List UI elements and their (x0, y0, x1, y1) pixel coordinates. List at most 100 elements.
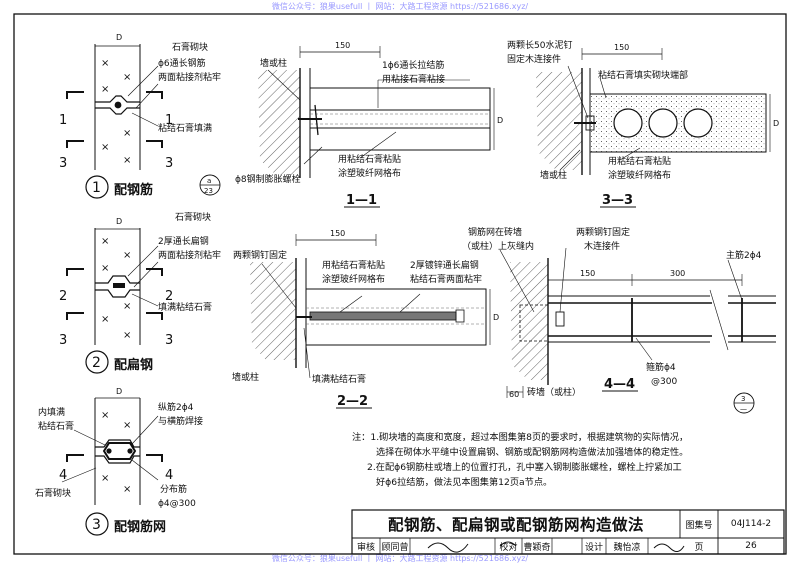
svg-text:用粘结石膏粘贴: 用粘结石膏粘贴 (608, 155, 671, 167)
svg-text:石膏砌块: 石膏砌块 (175, 211, 211, 223)
svg-text:2: 2 (59, 289, 67, 304)
note-line: 注：1.砌块墙的高度和宽度，超过本图集第8页的要求时，根据建筑物的实际情况， (352, 432, 689, 443)
svg-text:×: × (123, 484, 131, 495)
svg-text:D: D (116, 387, 122, 396)
svg-text:150: 150 (335, 41, 350, 50)
svg-text:×: × (101, 142, 109, 153)
svg-text:D: D (497, 116, 503, 125)
svg-text:两面粘接剂粘牢: 两面粘接剂粘牢 (158, 71, 221, 83)
detail-2-number: 2 (92, 355, 101, 371)
note-line: 2.在配ϕ6钢筋柱或墙上的位置打孔，孔中塞入钢制膨胀螺栓，螺栓上拧紧加工 (367, 462, 682, 473)
svg-text:墙或柱: 墙或柱 (540, 169, 567, 181)
svg-text:固定木连接件: 固定木连接件 (507, 53, 561, 65)
svg-text:2: 2 (165, 289, 173, 304)
svg-text:×: × (101, 314, 109, 325)
svg-text:ϕ6通长钢筋: ϕ6通长钢筋 (158, 57, 206, 69)
watermark-top: 微信公众号：狼果usefull 丨 网站：大路工程资源 https://5216… (271, 2, 529, 11)
svg-text:—: — (740, 405, 747, 413)
svg-text:×: × (123, 301, 131, 312)
review-name: 顾同曾 (381, 542, 409, 553)
svg-text:×: × (101, 236, 109, 247)
svg-text:D: D (493, 313, 499, 322)
svg-text:用粘结石膏粘贴: 用粘结石膏粘贴 (338, 153, 401, 165)
title-block-grid (351, 509, 785, 555)
signatures (427, 541, 685, 553)
svg-text:150: 150 (614, 43, 629, 52)
svg-text:23: 23 (204, 187, 213, 195)
section-1-1: 150 D 墙或柱 1ϕ6通长拉结筋 用粘接石膏粘接 ϕ8钢制膨胀螺栓 a 23… (199, 41, 503, 208)
drawing-title: 配钢筋、配扁钢或配钢筋网构造做法 (387, 516, 644, 534)
svg-text:×: × (123, 420, 131, 431)
note-line: 好ϕ6拉结筋，做法见本图集第12页a节点。 (376, 477, 553, 488)
svg-text:涂塑玻纤网格布: 涂塑玻纤网格布 (322, 273, 385, 285)
svg-text:用粘结石膏粘贴: 用粘结石膏粘贴 (322, 259, 385, 271)
svg-text:3: 3 (165, 156, 173, 171)
svg-text:×: × (123, 330, 131, 341)
label-block-1: 石膏砌块 (172, 41, 208, 53)
svg-text:4: 4 (165, 468, 173, 483)
svg-text:150: 150 (330, 229, 345, 238)
svg-text:分布筋: 分布筋 (160, 483, 187, 495)
check-name: 曹颖奇 (523, 542, 551, 553)
svg-text:ϕ8钢制膨胀螺栓: ϕ8钢制膨胀螺栓 (235, 173, 301, 185)
svg-text:3: 3 (59, 333, 67, 348)
atlas-number: 04J114-2 (730, 519, 772, 529)
design-label: 设计 (584, 542, 603, 553)
svg-text:D: D (116, 217, 122, 226)
check-label: 校对 (499, 542, 518, 553)
atlas-label: 图集号 (685, 520, 713, 531)
notes-block: 注：1.砌块墙的高度和宽度，超过本图集第8页的要求时，根据建筑物的实际情况， 选… (352, 430, 784, 490)
detail-1-number: 1 (92, 180, 101, 196)
svg-text:墙或柱: 墙或柱 (232, 371, 259, 383)
detail-2-flat-steel: D ×× ×× ×× 2 2 3 3 石膏砌块 2厚通长扁钢 两面粘接剂粘牢 填… (59, 211, 221, 374)
svg-text:1: 1 (165, 113, 173, 128)
svg-text:两面粘接剂粘牢: 两面粘接剂粘牢 (158, 249, 221, 261)
svg-text:墙或柱: 墙或柱 (260, 57, 287, 69)
detail-3-title: 配钢筋网 (114, 519, 166, 535)
svg-text:箍筋ϕ4: 箍筋ϕ4 (646, 361, 676, 373)
section-2-2: 150 D 两颗钢钉固定 用粘结石膏粘贴 涂塑玻纤网格布 2厚镀锌通长扁钢 粘结… (232, 229, 499, 409)
svg-text:ϕ4@300: ϕ4@300 (158, 499, 196, 509)
svg-text:×: × (123, 72, 131, 83)
review-label: 审核 (356, 542, 375, 553)
svg-text:3: 3 (165, 333, 173, 348)
svg-text:a: a (207, 177, 211, 185)
svg-text:填满粘结石膏: 填满粘结石膏 (312, 373, 366, 385)
flat-steel-bar (113, 283, 125, 288)
svg-text:砖墙（或柱）: 砖墙（或柱） (527, 386, 581, 398)
svg-text:两颗钢钉固定: 两颗钢钉固定 (233, 249, 287, 261)
svg-text:×: × (123, 128, 131, 139)
svg-text:两颗钢钉固定: 两颗钢钉固定 (576, 226, 630, 238)
section-4-4: 150 300 60 钢筋网在砖墙 （或柱）上灰缝内 两颗钢钉固定 木连接件 主… (462, 226, 776, 414)
flat-steel-section (309, 311, 457, 321)
note-line: 选择在砌体水平缝中设置扁钢、钢筋或配钢筋网构造做法加强墙体的稳定性。 (376, 447, 689, 458)
detail-3-rebar-mesh: D ×× ×× 4 4 内填满 粘结石膏 纵筋2ϕ4 与横筋焊接 石膏砌块 分布… (35, 387, 203, 536)
svg-text:×: × (123, 250, 131, 261)
svg-text:@300: @300 (651, 377, 677, 387)
svg-text:涂塑玻纤网格布: 涂塑玻纤网格布 (608, 169, 671, 181)
svg-text:两颗长50水泥钉: 两颗长50水泥钉 (507, 39, 572, 51)
detail-1-title: 配钢筋 (114, 182, 153, 198)
page-number: 26 (745, 541, 757, 551)
svg-text:×: × (101, 473, 109, 484)
title-block: 配钢筋、配扁钢或配钢筋网构造做法 图集号 04J114-2 审核 顾同曾 校对 … (352, 510, 784, 554)
svg-text:60: 60 (509, 390, 519, 399)
svg-text:（或柱）上灰缝内: （或柱）上灰缝内 (462, 240, 534, 252)
section-4-4-title: 4—4 (604, 377, 635, 392)
svg-text:×: × (123, 155, 131, 166)
detail-1-rebar: D ×× ×× ×× 1 1 3 3 石膏砌块 ϕ6通长钢筋 两面粘接剂粘牢 粘… (59, 33, 221, 199)
svg-text:1ϕ6通长拉结筋: 1ϕ6通长拉结筋 (382, 59, 444, 71)
svg-text:粘结石膏填满: 粘结石膏填满 (158, 122, 212, 134)
page-label: 页 (694, 542, 704, 553)
svg-text:木连接件: 木连接件 (584, 240, 620, 252)
section-2-2-title: 2—2 (337, 394, 368, 409)
section-1-1-title: 1—1 (346, 193, 377, 208)
svg-text:涂塑玻纤网格布: 涂塑玻纤网格布 (338, 167, 401, 179)
svg-text:2厚镀锌通长扁钢: 2厚镀锌通长扁钢 (410, 259, 479, 271)
detail-2-title: 配扁钢 (114, 357, 153, 373)
design-name: 魏怡凉 (613, 542, 641, 553)
svg-text:150: 150 (580, 269, 595, 278)
watermark-bottom: 微信公众号：狼果usefull 丨 网站：大路工程资源 https://5216… (271, 554, 529, 563)
svg-text:×: × (101, 263, 109, 274)
